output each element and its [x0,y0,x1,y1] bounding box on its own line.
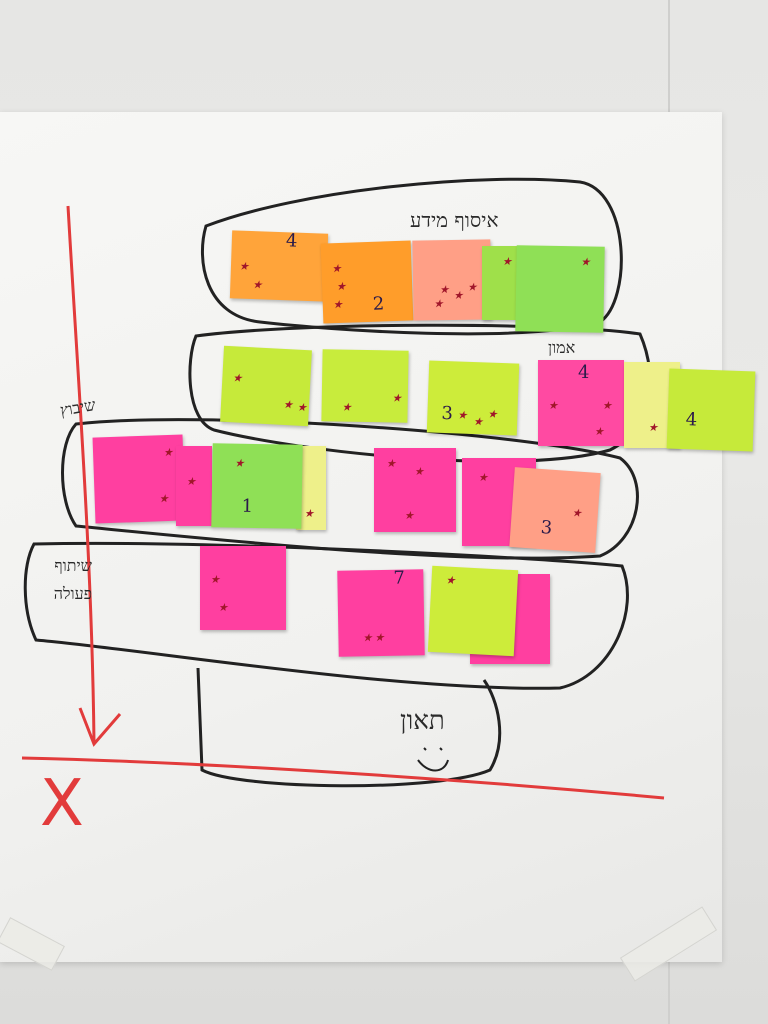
vote-count: 3 [540,517,553,539]
sticky-note: 3 ★★★ [426,360,520,436]
vote-count: 4 [578,362,590,383]
sticky-note: 4 ★★★ [538,360,624,446]
sticky-note: ★ [176,446,212,526]
vote-count: 4 [285,230,298,252]
vote-count: 3 [441,402,454,425]
zone-outline-2 [188,323,652,463]
sticky-note: ★★★ [374,448,456,532]
sticky-note: 4 ★★ [229,230,329,302]
sticky-note: ★★ [321,349,409,423]
zone-label-cooperation: שיתוף פעולה [53,556,92,603]
sticky-note: ★ [427,565,519,657]
x-mark: X [40,767,84,841]
zone-outline-3 [61,418,639,560]
smiley [417,747,449,772]
sticky-note: 3 ★ [509,467,601,553]
sticky-note: 2 ★★★ [320,240,414,324]
zone-label-information-gathering: איסוף מידע [410,208,499,232]
arrow-head [78,707,122,747]
vote-count: 1 [241,495,254,517]
sticky-note: ★★★★ [412,239,492,321]
sticky-note: 7 ★★ [337,569,425,657]
sticky-note: 1 ★ [211,443,303,529]
sticky-note: 4 [666,368,756,452]
zone-outline-4 [23,541,629,690]
vote-count: 7 [393,569,406,589]
horizontal-line [21,756,665,800]
vote-count: 4 [685,409,698,431]
zone-label-trust: אמון [548,338,576,357]
zone-label-coordination: תאון [400,706,445,736]
sticky-note: ★★ [92,434,186,524]
vote-count: 2 [372,293,385,315]
vertical-arrow [66,205,96,743]
sticky-note: ★★★ [220,345,312,427]
sticky-note: ★ [515,245,605,333]
sticky-note: ★★ [200,546,286,630]
